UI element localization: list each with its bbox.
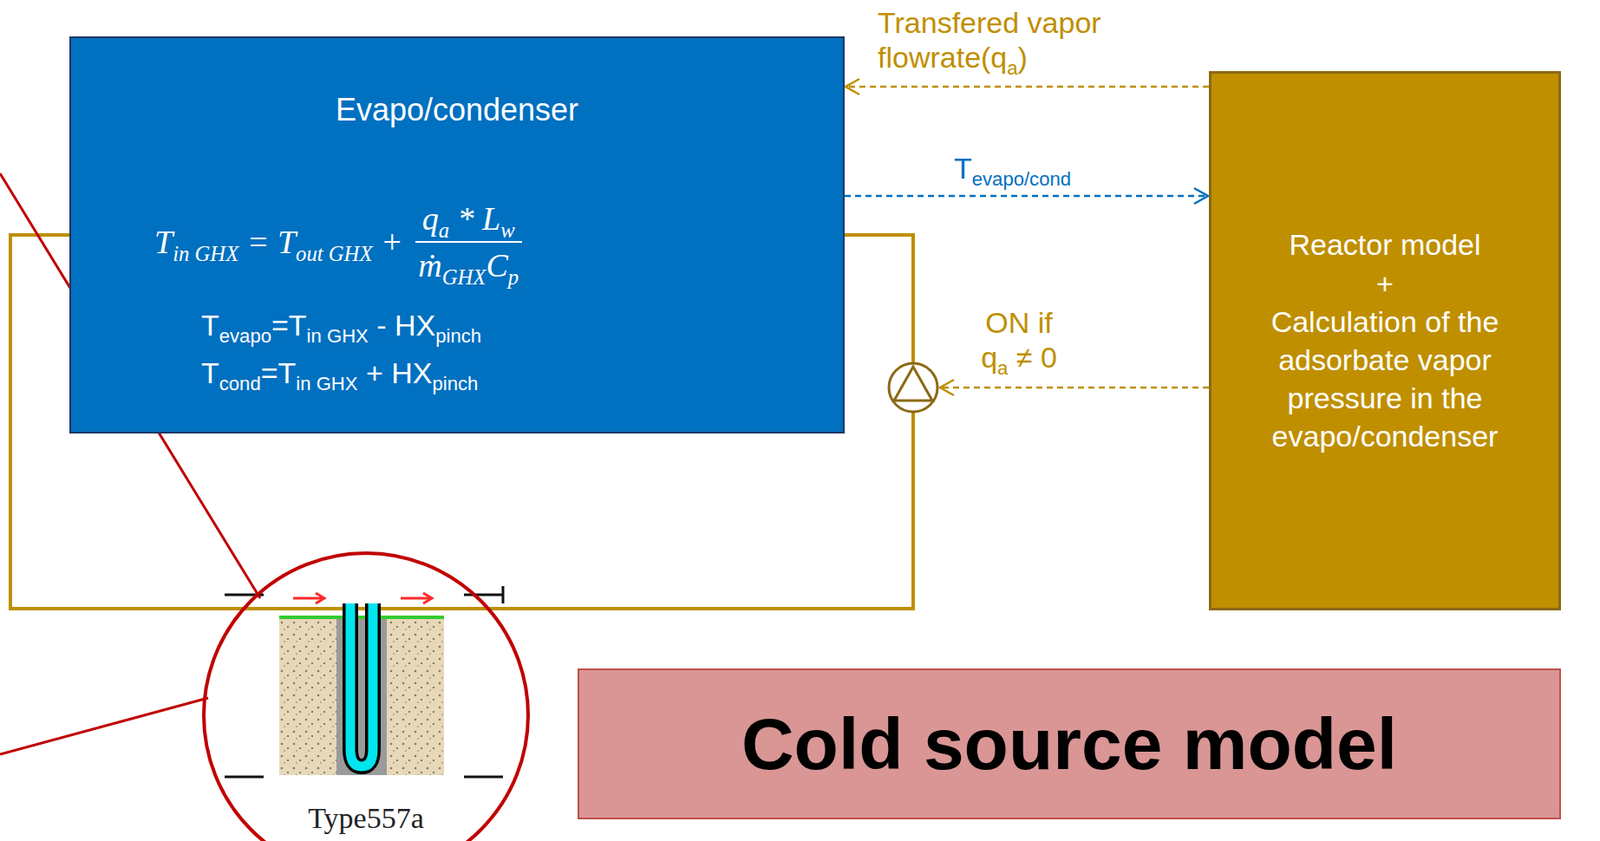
- magnifier-circle: Type557a: [202, 551, 530, 841]
- process-box: Evapo/condenserTin GHX = Tout GHX + qa * …: [69, 36, 845, 434]
- arrow-head: [1194, 188, 1209, 204]
- dashed-connector: [844, 85, 1209, 89]
- box-text: +: [1234, 264, 1536, 303]
- dashed-connector: [844, 195, 1209, 198]
- component-name: Type557a: [205, 802, 527, 836]
- signal-label: ON if qa ≠ 0: [971, 305, 1067, 375]
- leader-line: [0, 698, 209, 755]
- title-box: Cold source model: [577, 668, 1561, 820]
- equation: Tin GHX = Tout GHX +: [154, 222, 404, 262]
- pump-symbol: [894, 366, 933, 401]
- equation: Tcond=Tin GHX + HXpinch: [201, 356, 478, 391]
- equation: Tevapo=Tin GHX - HXpinch: [201, 308, 482, 343]
- arrow-head: [845, 78, 860, 95]
- ghx-loop: [844, 235, 914, 364]
- connector-label: Transfered vapor flowrate(qa): [877, 5, 1173, 75]
- pump-symbol: [888, 363, 938, 412]
- fraction-denominator: ṁGHXCp: [417, 242, 519, 285]
- box-title: Evapo/condenser: [71, 91, 843, 129]
- fraction-numerator: qa * Lw: [415, 199, 523, 243]
- connector-label: Tevapo/cond: [953, 150, 1180, 186]
- process-box: Reactor model+Calculation of the adsorba…: [1208, 71, 1561, 611]
- arrow-head: [940, 379, 954, 396]
- control-signal: [940, 386, 1209, 390]
- fraction: qa * LwṁGHXCp: [415, 199, 523, 285]
- borehole-icon: [224, 586, 503, 778]
- box-text: Calculation of the adsorbate vapor press…: [1234, 302, 1536, 457]
- box-text: Reactor model: [1234, 225, 1536, 264]
- equation-row: Tin GHX = Tout GHX + qa * LwṁGHXCp: [154, 199, 523, 285]
- title-text: Cold source model: [741, 702, 1398, 787]
